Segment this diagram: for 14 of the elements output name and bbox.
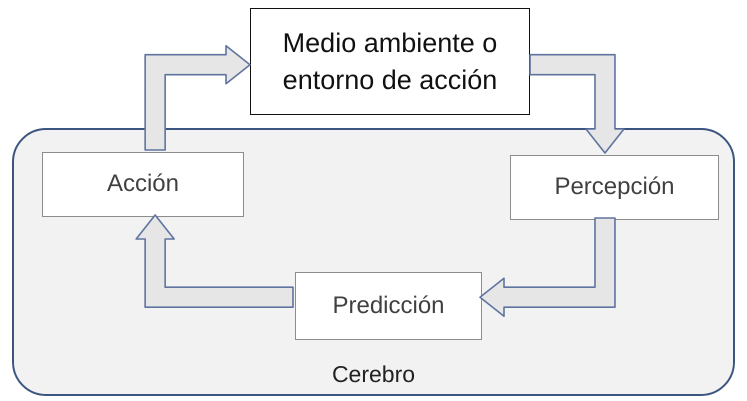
node-label: Predicción: [332, 290, 445, 321]
block-arrow: [135, 214, 294, 308]
block-arrow: [479, 217, 616, 317]
node-label: Medio ambiente o entorno de acción: [282, 27, 498, 96]
block-arrow: [529, 54, 625, 154]
process-box: [295, 272, 482, 340]
group-label: Cerebro: [332, 360, 416, 389]
environment-box: [250, 8, 530, 115]
block-arrow: [144, 44, 251, 151]
node-label: Percepción: [554, 172, 675, 202]
process-box: [42, 152, 244, 217]
node-label: Acción: [106, 169, 180, 200]
brain-container: [12, 128, 735, 396]
process-box: [510, 155, 719, 220]
